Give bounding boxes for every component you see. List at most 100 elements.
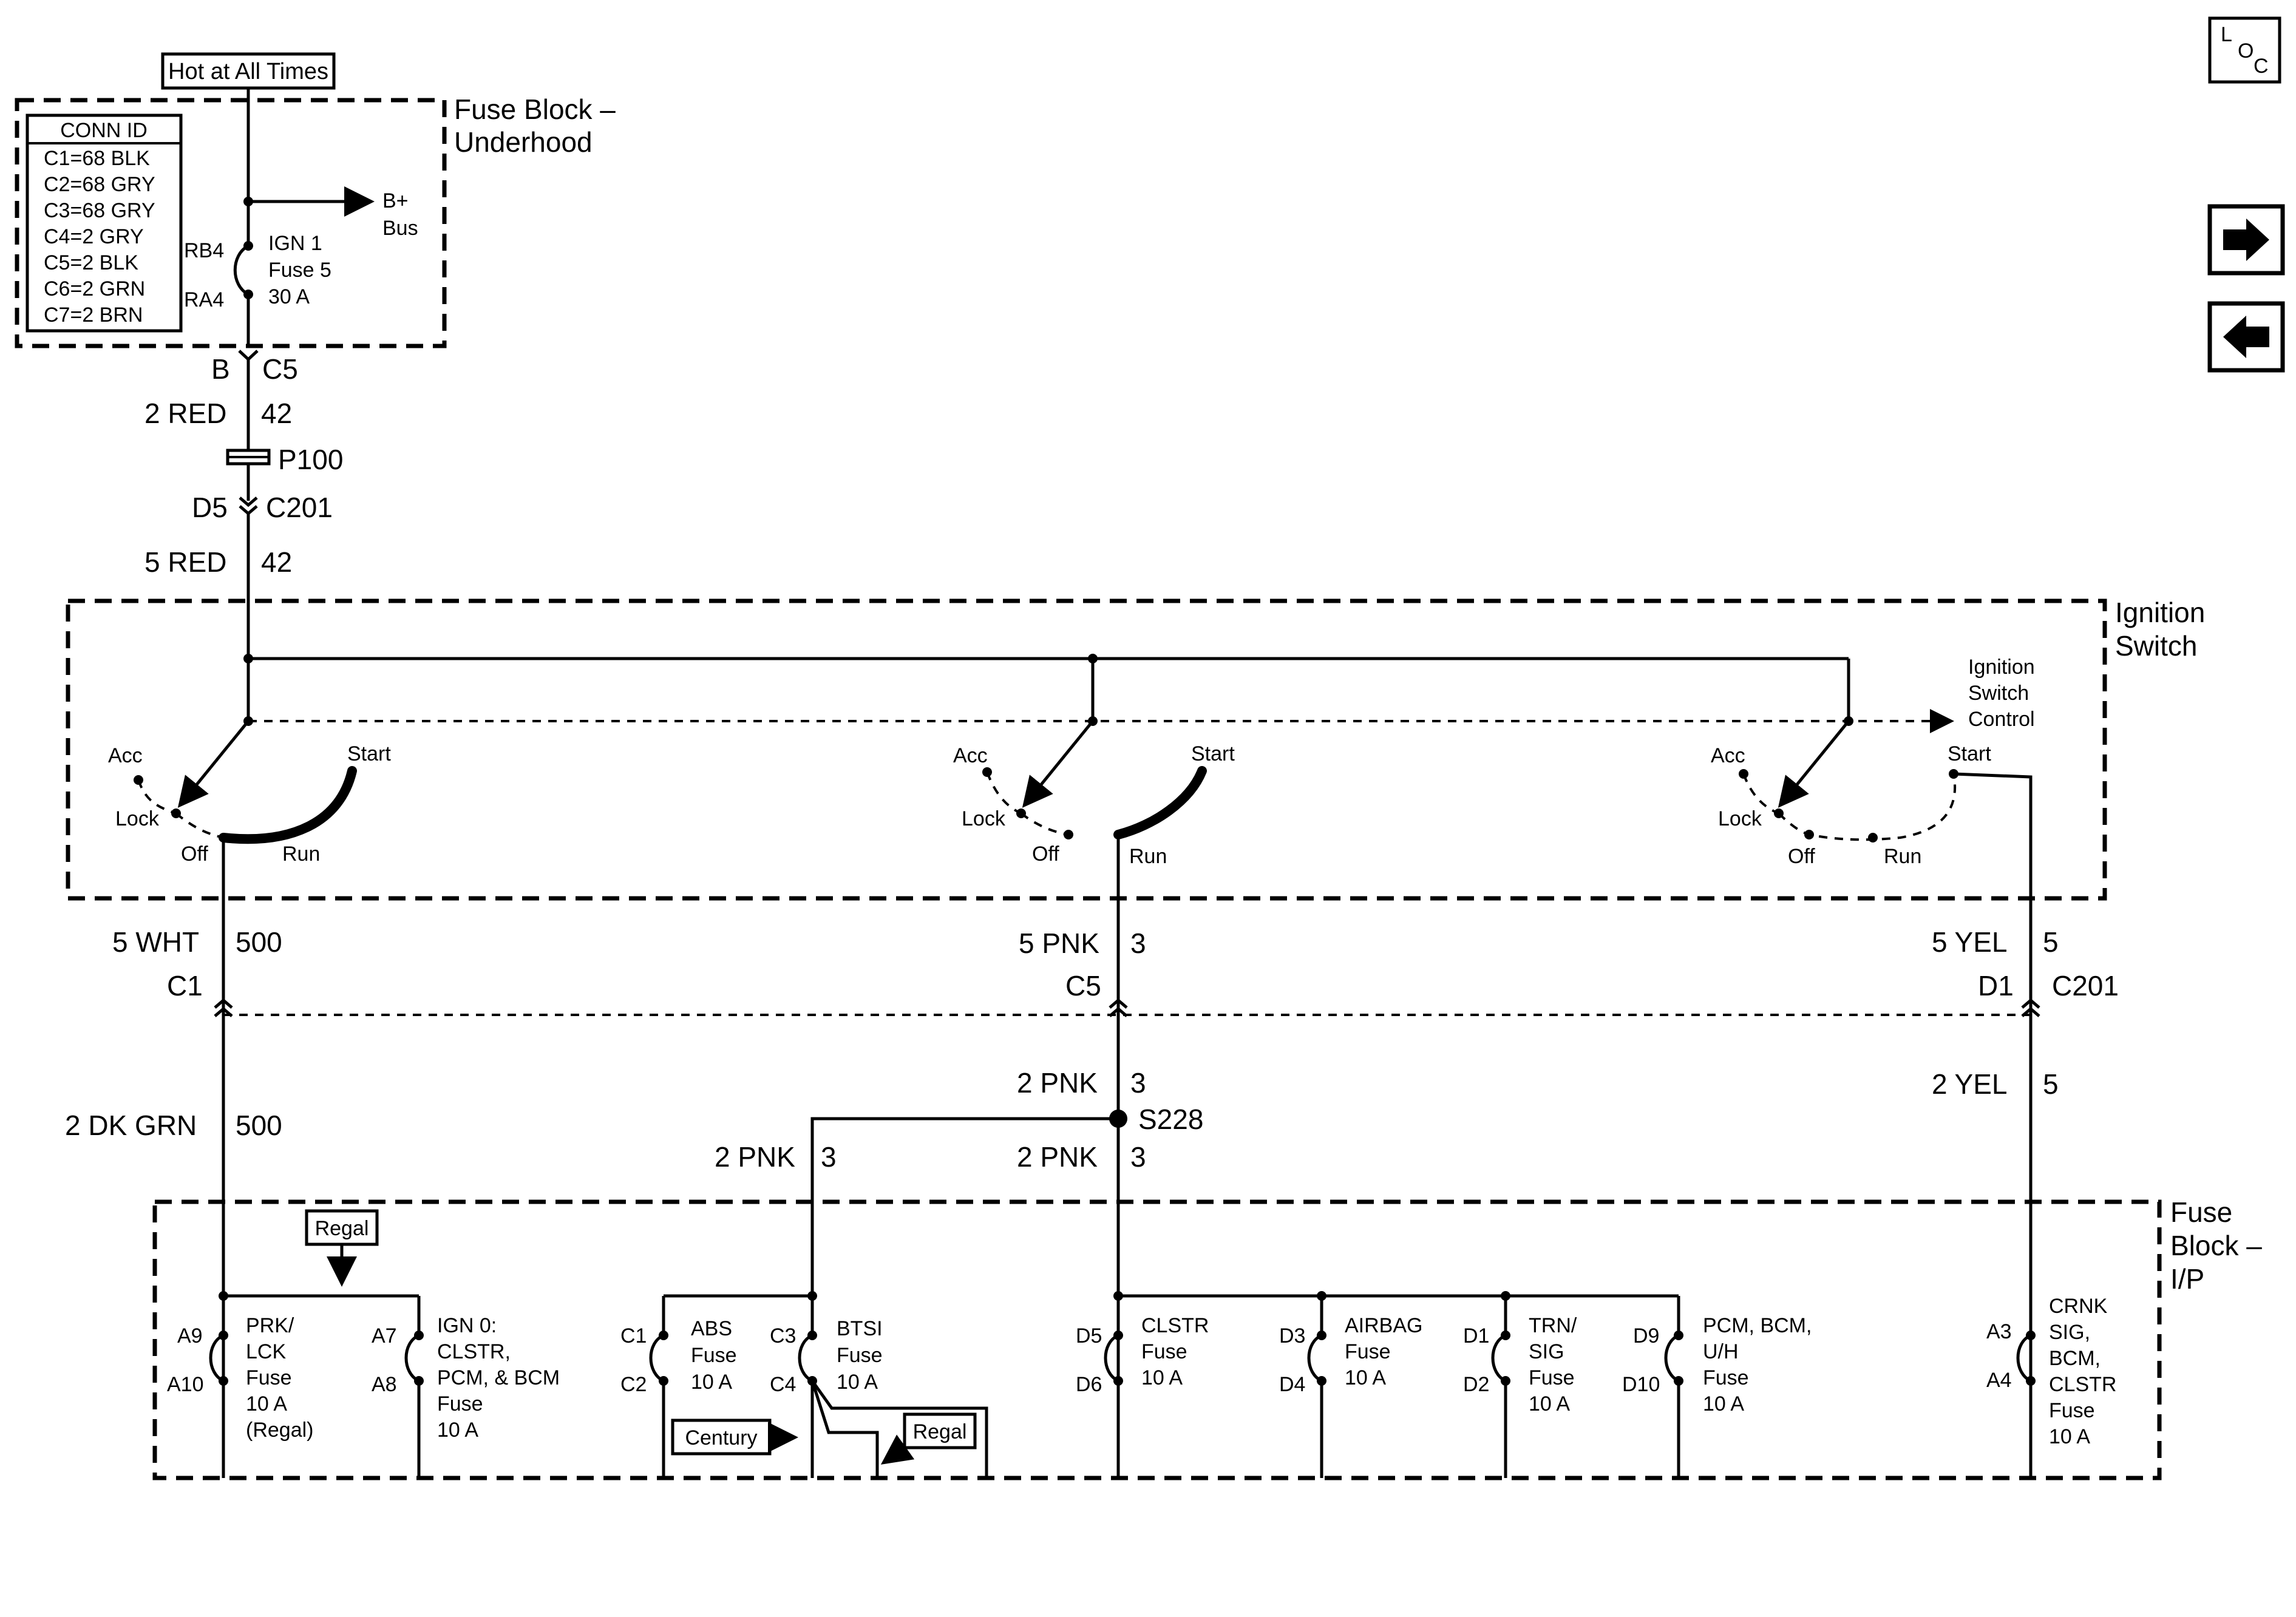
fuse-label: Fuse bbox=[2049, 1399, 2095, 1422]
connector-d5-label: D5 bbox=[192, 492, 228, 523]
circuit-number-label: 42 bbox=[261, 546, 292, 578]
fuse-pin-top: A9 bbox=[177, 1324, 203, 1348]
wire-color-label: 2 RED bbox=[144, 398, 226, 429]
p100-label: P100 bbox=[278, 444, 343, 475]
ignition-switch: Ignition Switch Ignition Switch Control … bbox=[66, 597, 2205, 1002]
position-start: Start bbox=[1948, 742, 1991, 765]
connector-c5-label: C5 bbox=[1065, 970, 1101, 1002]
conn-id-row: C3=68 GRY bbox=[44, 199, 155, 222]
fuse-block-ip-title: I/P bbox=[2170, 1263, 2204, 1295]
fuse-pin-top: D9 bbox=[1633, 1324, 1659, 1348]
fuse-block-ip-title: Block – bbox=[2170, 1230, 2262, 1261]
fuse-label: BCM, bbox=[2049, 1347, 2101, 1370]
position-run: Run bbox=[1884, 845, 1921, 868]
splice-label: S228 bbox=[1138, 1103, 1203, 1135]
fuse-block-ip-boundary bbox=[152, 1199, 2162, 1480]
arrow-left-icon bbox=[2223, 316, 2269, 358]
fuse-label: PRK/ bbox=[246, 1314, 294, 1337]
wire-color-label: 5 WHT bbox=[112, 926, 199, 958]
fuse-pin-bottom: D6 bbox=[1076, 1373, 1102, 1396]
position-lock: Lock bbox=[1718, 807, 1762, 830]
loc-letter: L bbox=[2221, 23, 2232, 46]
ign1-fuse-label: 30 A bbox=[268, 285, 310, 308]
wire-color-label: 5 PNK bbox=[1019, 927, 1099, 959]
fuse-pin-bottom: D10 bbox=[1622, 1373, 1660, 1396]
fuse-pin-bottom: A4 bbox=[1986, 1369, 2012, 1392]
fuse-pin-bottom: C4 bbox=[770, 1373, 796, 1396]
fuse-pin-top: D5 bbox=[1076, 1324, 1102, 1348]
connector-c201-label: C201 bbox=[2052, 970, 2119, 1002]
ignition-control-label: Control bbox=[1968, 708, 2035, 731]
conn-id-row: C4=2 GRY bbox=[44, 225, 144, 248]
fuse-label: 10 A bbox=[837, 1371, 878, 1394]
position-lock: Lock bbox=[115, 807, 160, 830]
fuse-label: CLSTR bbox=[1141, 1314, 1209, 1337]
fuse-label: IGN 0: bbox=[437, 1314, 497, 1337]
wire-color-label: 2 YEL bbox=[1932, 1068, 2007, 1100]
conn-id-row: C5=2 BLK bbox=[44, 251, 138, 274]
loc-letter: O bbox=[2238, 39, 2254, 63]
regal-label: Regal bbox=[315, 1217, 369, 1240]
ignition-switch-title-2: Switch bbox=[2115, 630, 2197, 662]
fuse-label: Fuse bbox=[437, 1392, 483, 1415]
fuse-label: 10 A bbox=[1703, 1392, 1744, 1415]
conn-id-title: CONN ID bbox=[60, 119, 148, 142]
fuse-pin-bottom: D4 bbox=[1279, 1373, 1305, 1396]
conn-id-table: CONN ID C1=68 BLK C2=68 GRY C3=68 GRY C4… bbox=[25, 114, 183, 333]
forward-button[interactable] bbox=[2207, 204, 2285, 276]
fuse-pin-top: A3 bbox=[1986, 1320, 2012, 1343]
fuse-crnk-sig: A3 A4 CRNK SIG, BCM, CLSTR Fuse 10 A bbox=[1986, 1295, 2116, 1448]
circuit-number-label: 3 bbox=[1130, 1067, 1146, 1099]
fuse-clstr: D5 D6 CLSTR Fuse 10 A bbox=[1076, 1314, 1209, 1396]
btsi-branch-wire bbox=[810, 1117, 1118, 1296]
fuse-label: Fuse bbox=[246, 1366, 292, 1389]
fuse-label: 10 A bbox=[691, 1371, 732, 1394]
regal-arrow bbox=[880, 1434, 915, 1465]
position-run: Run bbox=[1129, 845, 1167, 868]
circuit-number-label: 500 bbox=[236, 1110, 282, 1141]
position-acc: Acc bbox=[108, 744, 143, 767]
position-acc: Acc bbox=[1711, 744, 1745, 767]
fuse-pcm-bcm: D9 D10 PCM, BCM, U/H Fuse 10 A bbox=[1622, 1314, 1812, 1478]
connector-c201-label: C201 bbox=[266, 492, 333, 523]
loc-letter: C bbox=[2254, 55, 2269, 78]
fuse-block-underhood: Fuse Block – Underhood Hot at All Times … bbox=[15, 52, 616, 348]
ignition-switch-title-1: Ignition bbox=[2115, 597, 2205, 628]
fuse-label: (Regal) bbox=[246, 1419, 313, 1442]
regal-option-box bbox=[903, 1412, 977, 1449]
fuse-label: 10 A bbox=[1345, 1366, 1386, 1389]
location-button[interactable]: L O C bbox=[2208, 16, 2281, 84]
fuse-pin-top: RB4 bbox=[184, 239, 224, 262]
ign1-fuse-symbol bbox=[233, 244, 250, 296]
switch-section-3: Acc Lock Off Run Start bbox=[1711, 716, 2033, 1002]
connector-d1-label: D1 bbox=[1978, 970, 2014, 1002]
conn-id-row: C7=2 BRN bbox=[44, 303, 143, 327]
fuse-pin-top: D1 bbox=[1463, 1324, 1489, 1348]
wire-color-label: 2 PNK bbox=[1017, 1067, 1098, 1099]
wire-color-label: 2 DK GRN bbox=[65, 1110, 197, 1141]
circuit-number-label: 42 bbox=[261, 398, 292, 429]
fuse-block-ip: Fuse Block – I/P Regal A9 A10 PRK/ LCK bbox=[152, 1196, 2262, 1480]
ignition-switch-boundary bbox=[66, 598, 2107, 901]
position-start: Start bbox=[1191, 742, 1235, 765]
fuse-label: AIRBAG bbox=[1345, 1314, 1422, 1337]
fuse-label: Fuse bbox=[1345, 1340, 1391, 1363]
p100-passthrough: P100 bbox=[226, 444, 343, 475]
fuse-label: 10 A bbox=[246, 1392, 287, 1415]
fuse-airbag: D3 D4 AIRBAG Fuse 10 A bbox=[1279, 1314, 1422, 1478]
circuit-number-label: 500 bbox=[236, 926, 282, 958]
fuse-label: BTSI bbox=[837, 1317, 883, 1340]
bplus-label: B+ bbox=[382, 189, 409, 212]
position-acc: Acc bbox=[953, 744, 988, 767]
fuse-pin-top: C3 bbox=[770, 1324, 796, 1348]
fuse-label: Fuse bbox=[1141, 1340, 1187, 1363]
wire-color-label: 5 YEL bbox=[1932, 926, 2007, 958]
fuse-pin-bottom: D2 bbox=[1463, 1373, 1489, 1396]
fuse-label: LCK bbox=[246, 1340, 286, 1363]
conn-id-row: C6=2 GRN bbox=[44, 277, 145, 300]
fuse-block-underhood-boundary bbox=[15, 98, 447, 348]
fuse-label: 10 A bbox=[1529, 1392, 1570, 1415]
fuse-label: Fuse bbox=[1703, 1366, 1749, 1389]
back-button[interactable] bbox=[2207, 301, 2285, 373]
